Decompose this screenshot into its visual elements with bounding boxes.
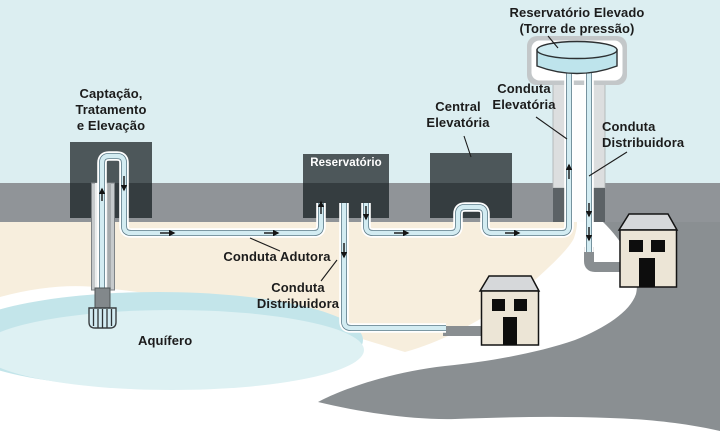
label-aquifero: Aquífero — [138, 333, 193, 348]
pointer-line — [547, 35, 559, 49]
pointer-line — [588, 151, 628, 177]
well-screen — [88, 307, 117, 329]
label-conduta-distribuidora-rede: Conduta Distribuidora — [256, 280, 340, 311]
label-central-elevatoria: Central Elevatória — [426, 99, 490, 130]
label-reservatorio: Reservatório — [310, 157, 382, 169]
house-icon — [478, 275, 541, 346]
service-pipes — [443, 247, 620, 336]
house-icon — [617, 213, 679, 288]
flow-arrows — [98, 163, 593, 259]
label-captacao: Captação, Tratamento e Elevação — [75, 86, 147, 133]
label-conduta-distribuidora-torre: Conduta Distribuidora — [602, 119, 685, 150]
label-reservatorio-elevado: Reservatório Elevado (Torre de pressão) — [509, 5, 645, 36]
label-conduta-elevatoria: Conduta Elevatória — [492, 81, 556, 112]
pointer-line — [320, 259, 338, 282]
pointer-line — [463, 135, 472, 158]
tower-tank — [536, 40, 618, 75]
pointer-lines — [249, 35, 628, 282]
terrain-gray-slope — [318, 222, 720, 431]
pointer-line — [535, 116, 568, 140]
central-elevatoria-building — [430, 153, 512, 218]
aquifer — [0, 292, 364, 390]
well-pump — [94, 287, 111, 311]
pointer-line — [249, 237, 281, 252]
label-conduta-adutora: Conduta Adutora — [223, 249, 331, 264]
